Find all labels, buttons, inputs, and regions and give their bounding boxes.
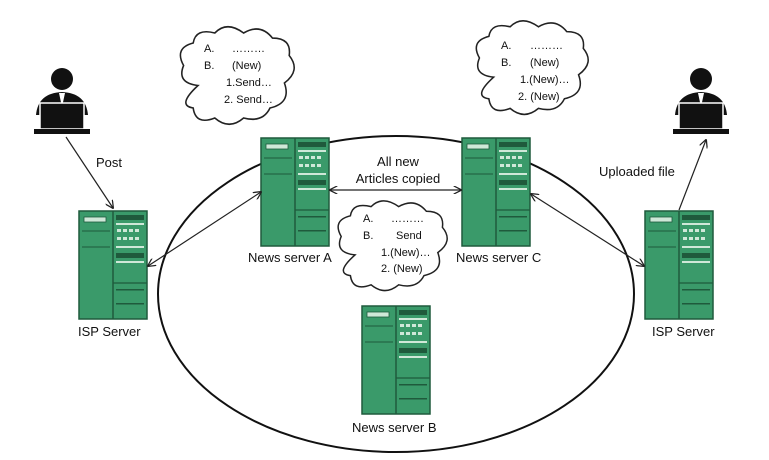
cloud-c-line4: 2. (New) xyxy=(518,91,560,103)
cloud-b-line1: A. xyxy=(363,213,373,225)
cloud-c-line1: A. xyxy=(501,40,511,52)
network-ellipse xyxy=(157,135,635,453)
upload-arrow xyxy=(678,140,706,211)
cloud-a-line4: 2. Send… xyxy=(224,94,273,106)
cloud-c-line3: 1.(New)… xyxy=(520,74,570,86)
c-to-isp-arrow xyxy=(531,194,644,266)
cloud-c-line2: B. xyxy=(501,57,511,69)
isp-server-left-icon xyxy=(78,210,148,320)
news-server-b-label: News server B xyxy=(352,420,437,435)
news-server-c-label: News server C xyxy=(456,250,541,265)
isp-to-a-arrow xyxy=(148,192,261,266)
cloud-b-line3: 1.(New)… xyxy=(381,247,431,259)
cloud-a-line2: B. xyxy=(204,60,214,72)
uploaded-file-label: Uploaded file xyxy=(599,164,675,179)
cloud-c-line1b: ……… xyxy=(530,40,563,52)
cloud-c-line2b: (New) xyxy=(530,57,559,69)
user-right-icon xyxy=(672,67,730,135)
cloud-b-line2b: Send xyxy=(396,230,422,242)
news-server-c-icon xyxy=(461,137,531,247)
copy-label-line1: All new xyxy=(377,154,420,169)
cloud-a-line1b: ……… xyxy=(232,43,265,55)
cloud-a-icon xyxy=(179,25,296,126)
cloud-a-line2b: (New) xyxy=(232,60,261,72)
cloud-a-line3: 1.Send… xyxy=(226,77,272,89)
isp-server-right-label: ISP Server xyxy=(652,324,715,339)
copy-label-line2: Articles copied xyxy=(356,171,441,186)
isp-server-right-icon xyxy=(644,210,714,320)
cloud-a-line1: A. xyxy=(204,43,214,55)
cloud-b-line2: B. xyxy=(363,230,373,242)
news-server-b-icon xyxy=(361,305,431,415)
cloud-b-line1b: ……… xyxy=(391,213,424,225)
news-server-a-label: News server A xyxy=(248,250,332,265)
user-left-icon xyxy=(33,67,91,135)
post-arrow xyxy=(65,136,113,208)
post-label: Post xyxy=(96,155,122,170)
isp-server-left-label: ISP Server xyxy=(78,324,141,339)
cloud-b-line4: 2. (New) xyxy=(381,263,423,275)
news-server-a-icon xyxy=(260,137,330,247)
